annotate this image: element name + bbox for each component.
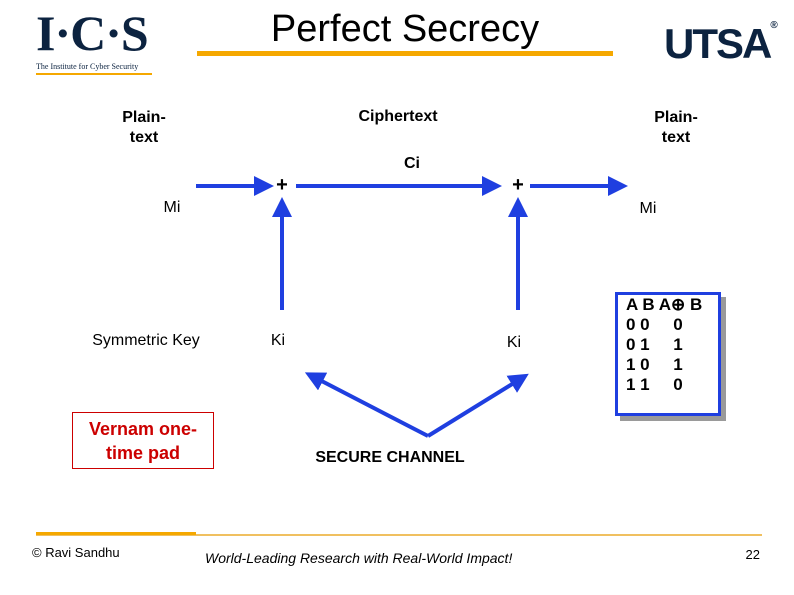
secure-channel-label: SECURE CHANNEL [315,449,465,466]
xor-truth-table: A B A⊕ B 0 0 0 0 1 1 1 0 1 1 1 0 [615,292,721,416]
footer-divider-accent [36,532,196,535]
plaintext-right-line1: Plain- [654,109,698,126]
footer-divider [36,534,762,536]
vernam-line1: Vernam one- [88,419,198,439]
footer-author: © Ravi Sandhu [32,545,120,560]
utsa-logo: UTSA® [664,20,778,68]
ci-label: Ci [404,155,420,172]
utsa-logo-mark: ® [770,20,778,31]
ciphertext-label: Ciphertext [358,108,438,125]
xor-left-symbol: + [276,174,288,196]
vernam-box: Vernam one- time pad [72,412,214,469]
ics-logo-letters: I·C·S [36,5,149,61]
plaintext-right-line2: text [661,129,691,146]
plaintext-left-line2: text [129,129,159,146]
secure-channel-left [304,372,429,438]
mi-left-label: Mi [163,199,181,216]
vernam-line2: time pad [105,443,180,463]
footer-slogan: World-Leading Research with Real-World I… [205,550,513,566]
ics-logo: I·C·S The Institute for Cyber Security [36,5,154,75]
plaintext-right-label: Plain- text [636,108,716,148]
truth-table-row: 0 0 0 [626,315,683,334]
ki-right-label: Ki [506,334,522,351]
truth-table-row: 0 1 1 [626,335,683,354]
truth-table-header: A B A⊕ B [626,295,703,314]
symmetric-key-label: Symmetric Key [92,332,200,349]
secure-channel-right [426,373,529,438]
title-underline [197,51,613,56]
mi-right-label: Mi [639,200,657,217]
plaintext-left-label: Plain- text [104,108,184,148]
truth-table-row: 1 0 1 [626,355,683,374]
plaintext-left-line1: Plain- [122,109,166,126]
xor-right-symbol: + [512,174,524,196]
page-number: 22 [745,547,760,562]
utsa-logo-text: UTSA [664,20,772,67]
ics-logo-tagline: The Institute for Cyber Security [36,62,139,71]
ki-left-label: Ki [270,332,286,349]
ics-logo-rule [36,73,152,75]
slide-title: Perfect Secrecy [270,8,540,50]
truth-table-row: 1 1 0 [626,375,683,394]
